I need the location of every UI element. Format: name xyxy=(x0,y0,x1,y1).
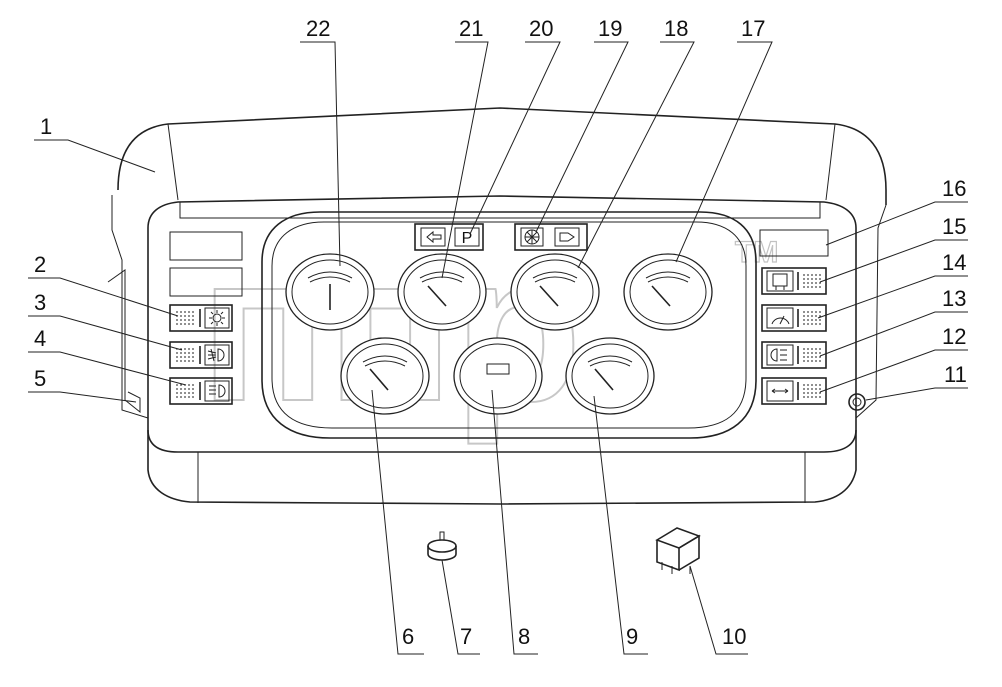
switch-3 xyxy=(169,341,233,369)
callout-7: 7 xyxy=(460,624,472,649)
blank-plate-left-lower xyxy=(169,267,243,297)
callout-22: 22 xyxy=(306,16,330,41)
callout-15: 15 xyxy=(942,214,966,239)
panel-housing xyxy=(107,107,887,505)
fog-light-icon xyxy=(207,348,225,362)
hour-meter-window xyxy=(486,363,510,375)
callout-18: 18 xyxy=(664,16,688,41)
key-switch xyxy=(848,393,866,411)
gauge-8 xyxy=(453,337,543,415)
left-switches xyxy=(169,304,233,405)
relay-part xyxy=(655,527,701,574)
callout-19: 19 xyxy=(598,16,622,41)
blank-panels xyxy=(169,229,829,297)
callout-3: 3 xyxy=(34,290,46,315)
callout-21: 21 xyxy=(459,16,483,41)
callout-12: 12 xyxy=(942,324,966,349)
callout-16: 16 xyxy=(942,176,966,201)
gauge-18 xyxy=(510,253,600,331)
switch-15 xyxy=(761,267,827,295)
switch-14 xyxy=(761,304,827,332)
callout-9: 9 xyxy=(626,624,638,649)
callout-6: 6 xyxy=(402,624,414,649)
callout-14: 14 xyxy=(942,250,966,275)
beacon-icon xyxy=(771,388,789,394)
callout-17: 17 xyxy=(741,16,765,41)
gauge-21 xyxy=(397,253,487,331)
turn-right-icon xyxy=(559,232,575,242)
callout-5: 5 xyxy=(34,366,46,391)
indicator-lamps: P xyxy=(414,223,588,251)
switch-13 xyxy=(761,341,827,369)
gauge-17 xyxy=(623,253,713,331)
switch-12 xyxy=(761,377,827,405)
wiper-icon xyxy=(771,315,790,325)
blank-plate-right xyxy=(759,229,829,257)
gauge-9 xyxy=(565,337,655,415)
switch-2 xyxy=(169,304,233,332)
work-light-icon xyxy=(770,348,787,362)
gauge-6 xyxy=(340,337,430,415)
callout-11: 11 xyxy=(944,362,967,387)
callout-labels: 22 21 20 19 18 17 1 2 3 4 5 16 15 14 13 … xyxy=(34,16,967,649)
callout-20: 20 xyxy=(529,16,553,41)
buzzer-part xyxy=(427,531,457,561)
callout-4: 4 xyxy=(34,326,46,351)
sun-icon xyxy=(212,313,222,323)
right-switches xyxy=(761,267,827,405)
callout-13: 13 xyxy=(942,286,966,311)
callout-8: 8 xyxy=(518,624,530,649)
callout-10: 10 xyxy=(722,624,746,649)
gauge-22 xyxy=(285,253,375,331)
switch-4 xyxy=(169,377,233,405)
blank-plate-left-upper xyxy=(169,231,243,261)
callout-2: 2 xyxy=(34,252,46,277)
cab-light-icon xyxy=(772,273,788,290)
gauges xyxy=(285,253,713,415)
headlight-icon xyxy=(209,384,226,398)
parking-brake-letter: P xyxy=(462,230,473,247)
leader-lines xyxy=(28,41,968,655)
turn-left-icon xyxy=(426,230,442,244)
callout-1: 1 xyxy=(40,114,52,139)
